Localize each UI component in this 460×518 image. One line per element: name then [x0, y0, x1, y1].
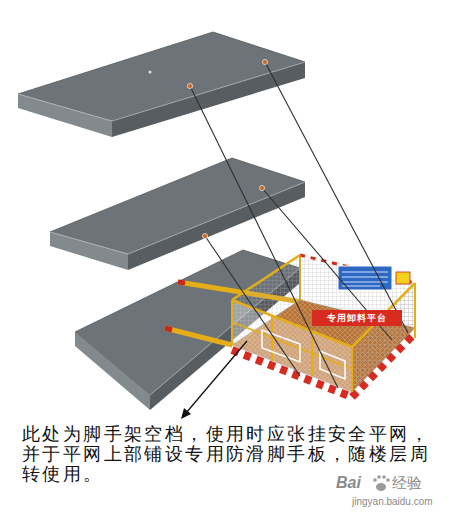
- steel-cable: [190, 62, 408, 388]
- watermark-logo: [373, 475, 390, 491]
- pointer-arrow: [181, 341, 247, 419]
- unloading-platform: [232, 255, 415, 402]
- anchor-point: [149, 59, 268, 238]
- watermark-text: 经验: [392, 474, 422, 492]
- platform-banner: 专用卸料平台: [312, 310, 402, 326]
- floor-slab: [50, 158, 305, 270]
- watermark-url: jingyan.baidu.com: [352, 496, 433, 508]
- floor-slab: [18, 32, 305, 137]
- watermark-text: Bai: [336, 474, 361, 492]
- caption-note: 此处为脚手架空档，使用时应张挂安全平网，并于平网上部铺设专用防滑脚手板，随楼层周…: [22, 424, 442, 484]
